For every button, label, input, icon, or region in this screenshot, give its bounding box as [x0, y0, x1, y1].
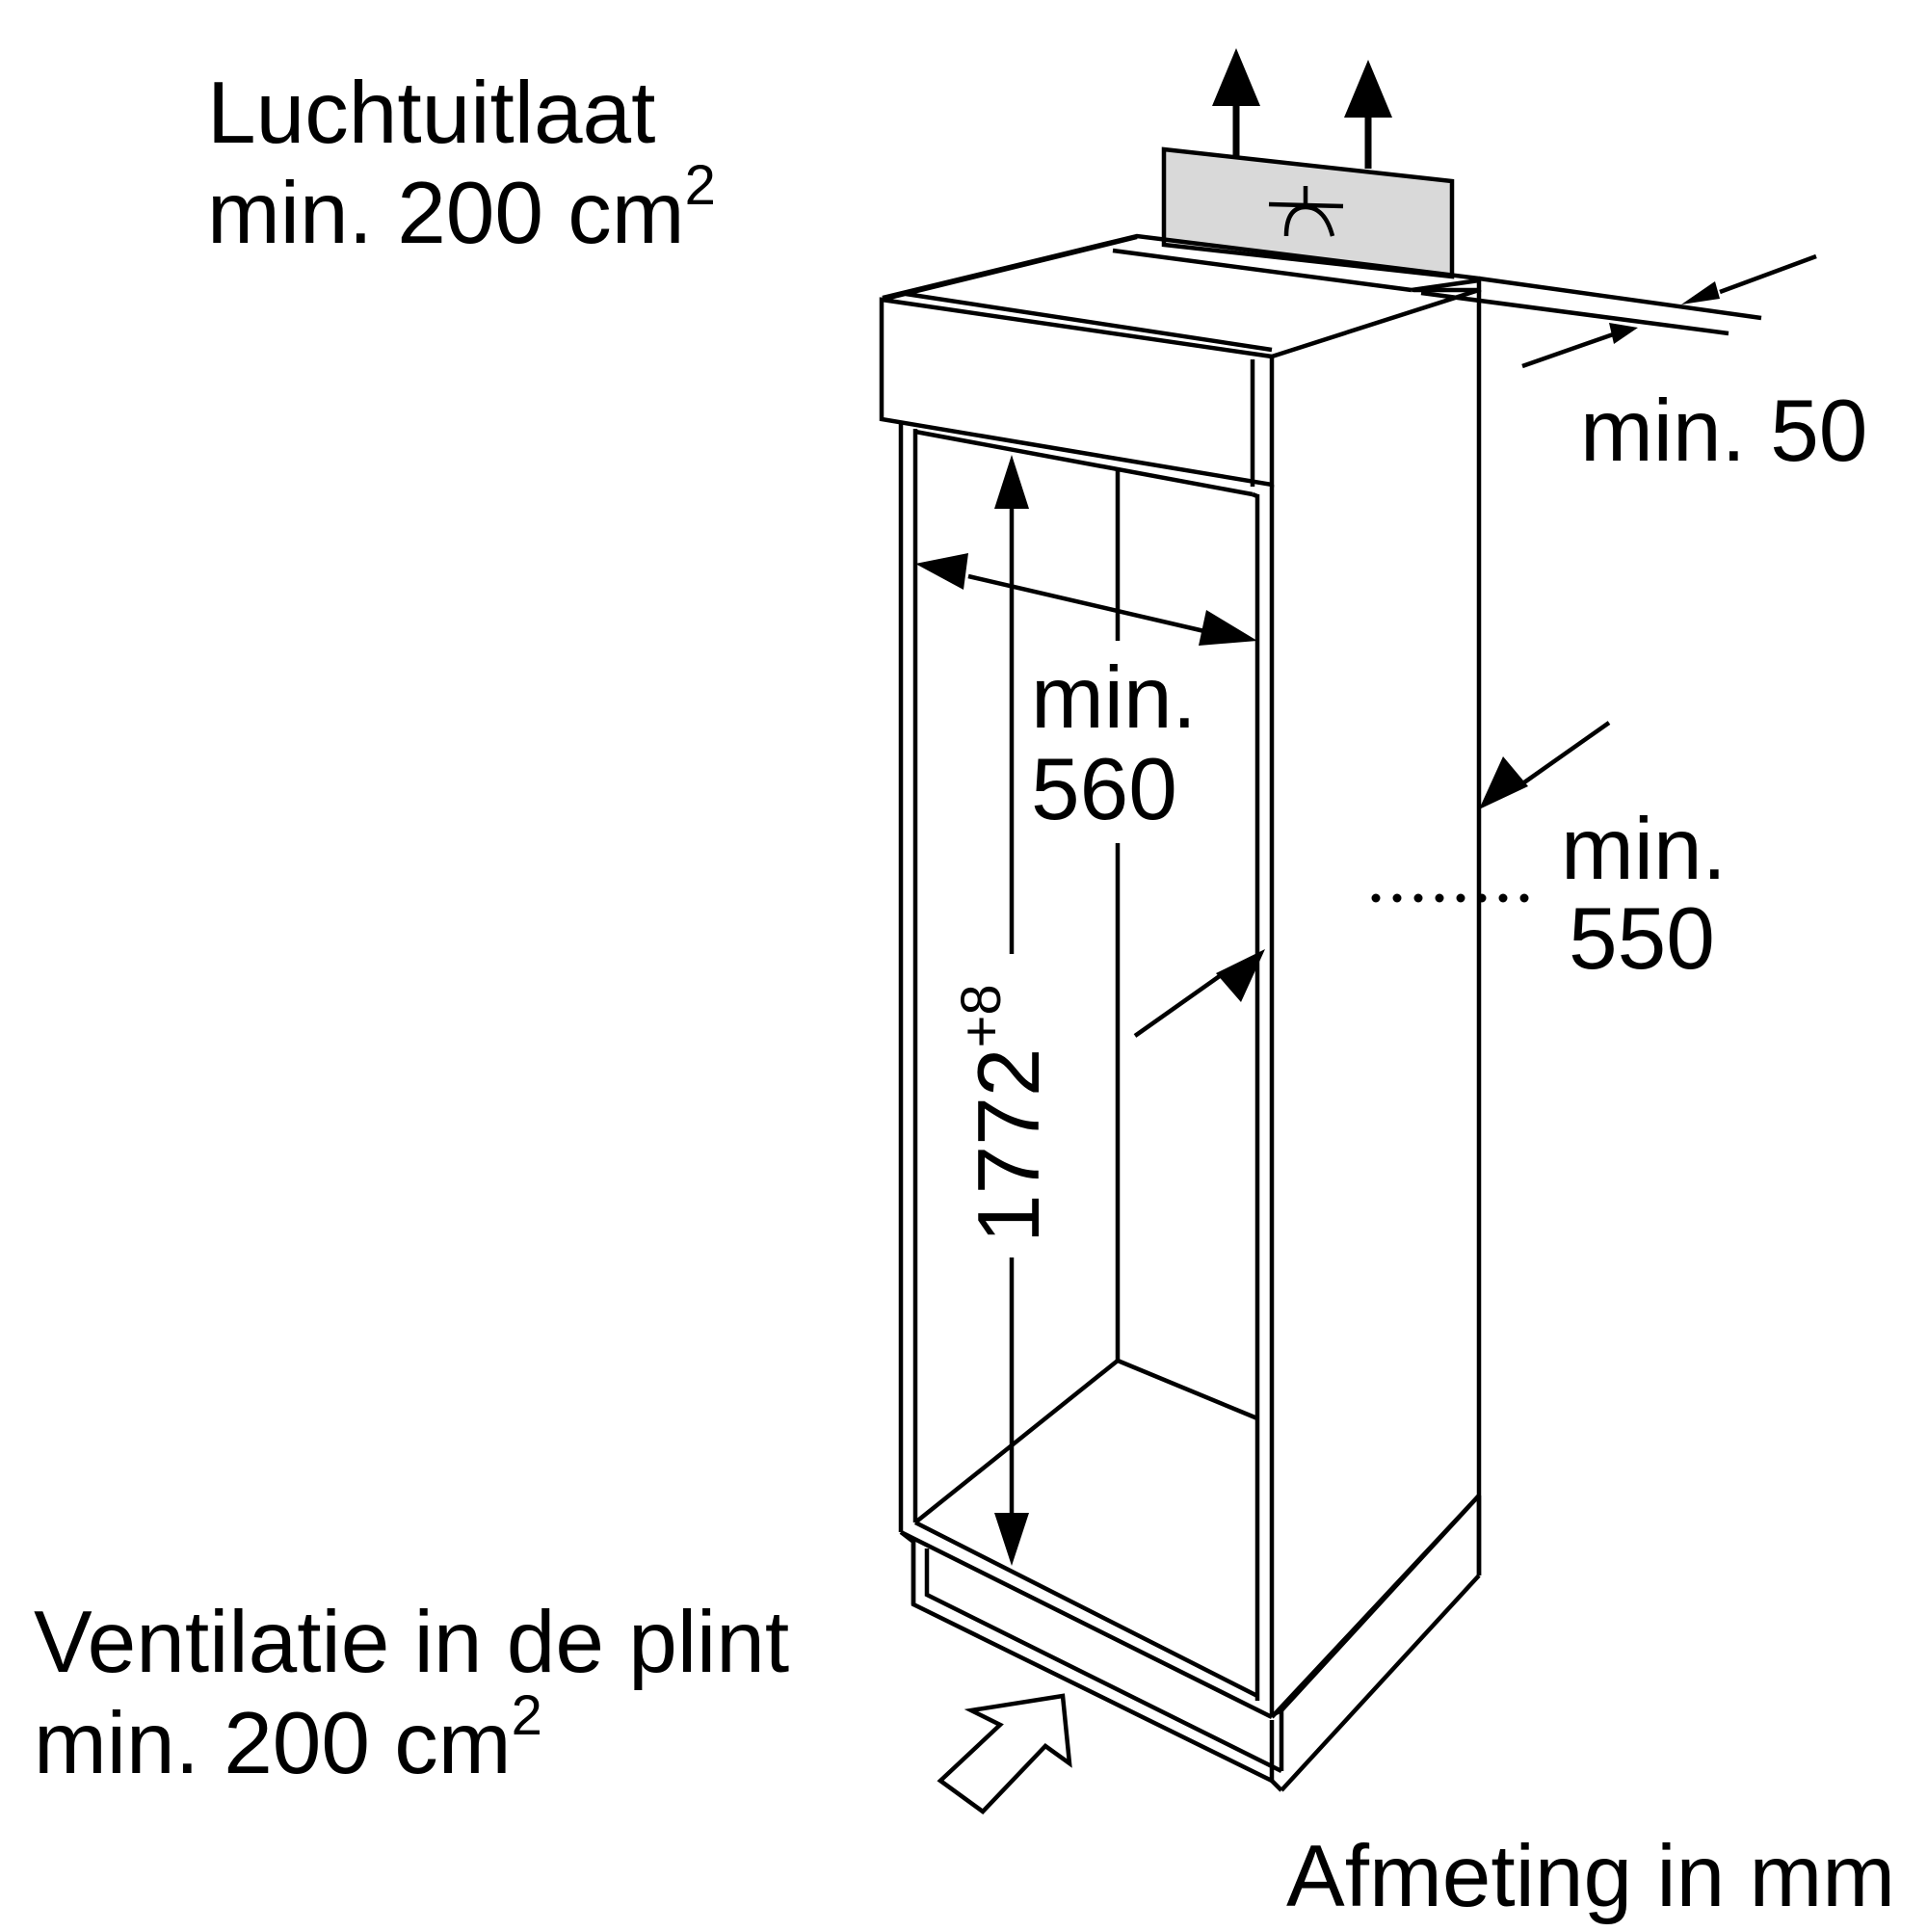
width-dimension: [915, 553, 1257, 646]
depth-dots: [1371, 893, 1529, 903]
niche-width-label-1: min.: [1031, 649, 1197, 747]
plinth: [899, 1494, 1482, 1792]
niche-body: [898, 290, 1482, 1720]
height-dimension: [994, 455, 1029, 1566]
plinth-inlet-arrow: [937, 1693, 1072, 1814]
plinth-vent-value: min. 200 cm2: [34, 1684, 542, 1792]
air-outlet-arrows: [1212, 48, 1392, 169]
niche-height-label: 1772+8: [950, 984, 1058, 1243]
unit-note: Afmeting in mm: [1286, 1828, 1895, 1925]
air-outlet-title: Luchtuitlaat: [207, 65, 655, 162]
niche-depth-label-1: min.: [1561, 801, 1727, 898]
plinth-vent-title: Ventilatie in de plint: [34, 1594, 789, 1691]
niche-width-label-2: 560: [1031, 741, 1177, 838]
depth-dimension: [1133, 721, 1611, 1038]
gap-dimension: [1521, 253, 1817, 369]
niche-depth-label-2: 550: [1569, 890, 1715, 988]
gap-top-label: min. 50: [1580, 383, 1867, 480]
air-outlet-value: min. 200 cm2: [207, 154, 716, 262]
